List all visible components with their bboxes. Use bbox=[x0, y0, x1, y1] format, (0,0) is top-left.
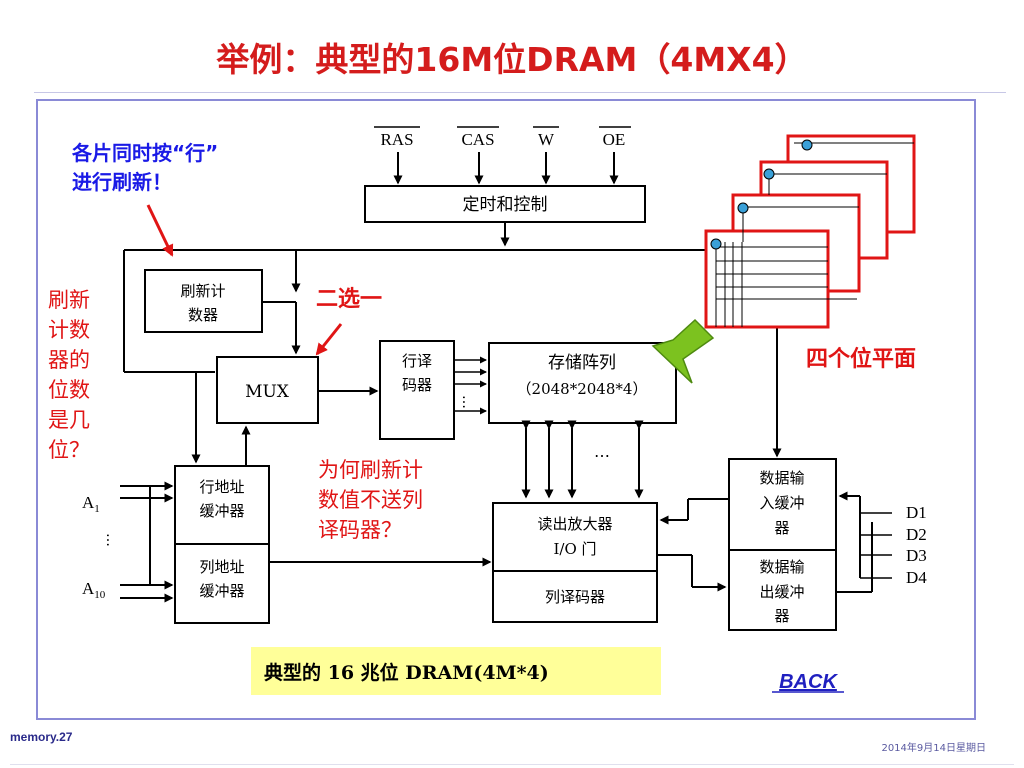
row-address-buffer-label-2: 缓冲器 bbox=[199, 502, 244, 520]
footer-date: 2014年9月14日星期日 bbox=[881, 743, 986, 754]
address-ellipsis: … bbox=[103, 533, 119, 547]
diagram-caption: 典型的 16 兆位 DRAM(4M*4) bbox=[264, 661, 549, 684]
footer-page-label: memory.27 bbox=[10, 730, 73, 744]
d1-label: D1 bbox=[906, 503, 927, 522]
why-not-decoder-question: 为何刷新计 数值不送列 译码器？ bbox=[318, 458, 423, 542]
d2-label: D2 bbox=[906, 525, 927, 544]
data-out-buffer-label-2: 出缓冲 bbox=[759, 583, 804, 601]
memory-array-label-2: （2048*2048*4） bbox=[517, 380, 648, 398]
row-decoder-label-2: 码器 bbox=[402, 376, 432, 394]
column-decoder-block bbox=[492, 570, 658, 623]
green-pointer-arrow bbox=[651, 318, 715, 384]
control-signals: RAS CAS W OE bbox=[374, 126, 631, 185]
title-divider bbox=[34, 92, 1006, 93]
row-address-buffer-label-1: 行地址 bbox=[199, 478, 244, 496]
row-decoder-label-1: 行译 bbox=[402, 352, 432, 370]
svg-text:是几: 是几 bbox=[48, 408, 90, 432]
column-decoder-label: 列译码器 bbox=[545, 588, 605, 606]
caption-box bbox=[251, 647, 661, 695]
data-in-buffer-block bbox=[728, 458, 837, 551]
bit-plane-3-dot bbox=[763, 168, 775, 180]
bit-plane-1-dot bbox=[710, 238, 722, 250]
svg-text:位数: 位数 bbox=[48, 378, 90, 402]
a1-label: A1 bbox=[82, 493, 100, 515]
d3-label: D3 bbox=[906, 546, 927, 565]
address-input-lines: … bbox=[103, 481, 174, 603]
memory-array-block bbox=[488, 342, 677, 424]
refresh-by-row-note-2: 进行刷新！ bbox=[72, 170, 172, 194]
svg-text:刷新: 刷新 bbox=[48, 288, 90, 312]
sense-amplifier-block bbox=[492, 502, 658, 572]
column-address-buffer-block bbox=[174, 543, 270, 624]
data-out-buffer-label-3: 器 bbox=[774, 607, 789, 625]
memory-array-label-1: 存储阵列 bbox=[548, 353, 616, 373]
data-out-buffer-block bbox=[728, 549, 837, 631]
back-link[interactable]: BACK bbox=[779, 671, 838, 693]
mux-block bbox=[216, 356, 319, 424]
bus-ellipsis: … bbox=[594, 442, 610, 461]
timing-control-block bbox=[364, 185, 646, 223]
mux-label: MUX bbox=[245, 382, 290, 402]
dram-diagram-frame: RAS CAS W OE 定时和控制 刷新计 数器 MUX bbox=[36, 99, 976, 720]
svg-text:计数: 计数 bbox=[48, 318, 90, 342]
column-address-buffer-label-2: 缓冲器 bbox=[199, 582, 244, 600]
refresh-counter-label-2: 数器 bbox=[188, 306, 218, 324]
w-signal-label: W bbox=[538, 130, 555, 149]
four-bit-planes-note: 四个位平面 bbox=[806, 346, 916, 372]
counter-bits-question: 刷新 计数 器的 位数 是几 位？ bbox=[48, 288, 90, 462]
ras-signal-label: RAS bbox=[380, 130, 413, 149]
slide-title: 举例：典型的16M位DRAM（4MX4） bbox=[216, 40, 808, 79]
column-address-buffer-label-1: 列地址 bbox=[199, 558, 244, 576]
row-decoder-block bbox=[379, 340, 455, 440]
sense-amplifier-label-1: 读出放大器 bbox=[537, 515, 612, 533]
svg-text:位？: 位？ bbox=[48, 438, 90, 462]
refresh-counter-label-1: 刷新计 bbox=[180, 282, 225, 300]
svg-text:译码器？: 译码器？ bbox=[318, 518, 402, 542]
svg-text:数值不送列: 数值不送列 bbox=[318, 488, 423, 512]
two-to-one-note: 二选一 bbox=[316, 287, 382, 312]
data-in-buffer-label-2: 入缓冲 bbox=[759, 494, 804, 512]
row-address-buffer-block bbox=[174, 465, 270, 545]
sense-amplifier-label-2: I/O 门 bbox=[553, 540, 596, 558]
data-out-buffer-label-1: 数据输 bbox=[759, 558, 804, 576]
bit-plane-stack bbox=[704, 134, 916, 329]
cas-signal-label: CAS bbox=[461, 130, 494, 149]
a10-label: A10 bbox=[82, 579, 106, 601]
data-pin-lines bbox=[836, 491, 892, 593]
dram-block-diagram: RAS CAS W OE 定时和控制 刷新计 数器 MUX bbox=[48, 126, 927, 695]
bit-plane-4-dot bbox=[801, 139, 813, 151]
row-decoder-to-array-arrows: … bbox=[454, 356, 487, 415]
row-lines-ellipsis: … bbox=[459, 395, 475, 409]
bit-plane-1 bbox=[704, 229, 830, 329]
refresh-by-row-note-1: 各片同时按“行” bbox=[71, 141, 218, 165]
svg-text:为何刷新计: 为何刷新计 bbox=[318, 458, 423, 482]
oe-signal-label: OE bbox=[603, 130, 626, 149]
bit-plane-grid bbox=[715, 142, 914, 327]
data-in-buffer-label-3: 器 bbox=[774, 519, 789, 537]
array-sense-amp-bus: … bbox=[521, 420, 644, 499]
d4-label: D4 bbox=[906, 568, 927, 587]
footer-divider bbox=[10, 764, 1014, 765]
bit-plane-2-dot bbox=[737, 202, 749, 214]
data-in-buffer-label-1: 数据输 bbox=[759, 469, 804, 487]
two-to-one-pointer bbox=[315, 323, 343, 356]
refresh-note-pointer bbox=[146, 204, 174, 257]
timing-control-label: 定时和控制 bbox=[463, 195, 548, 215]
svg-text:器的: 器的 bbox=[48, 348, 90, 372]
